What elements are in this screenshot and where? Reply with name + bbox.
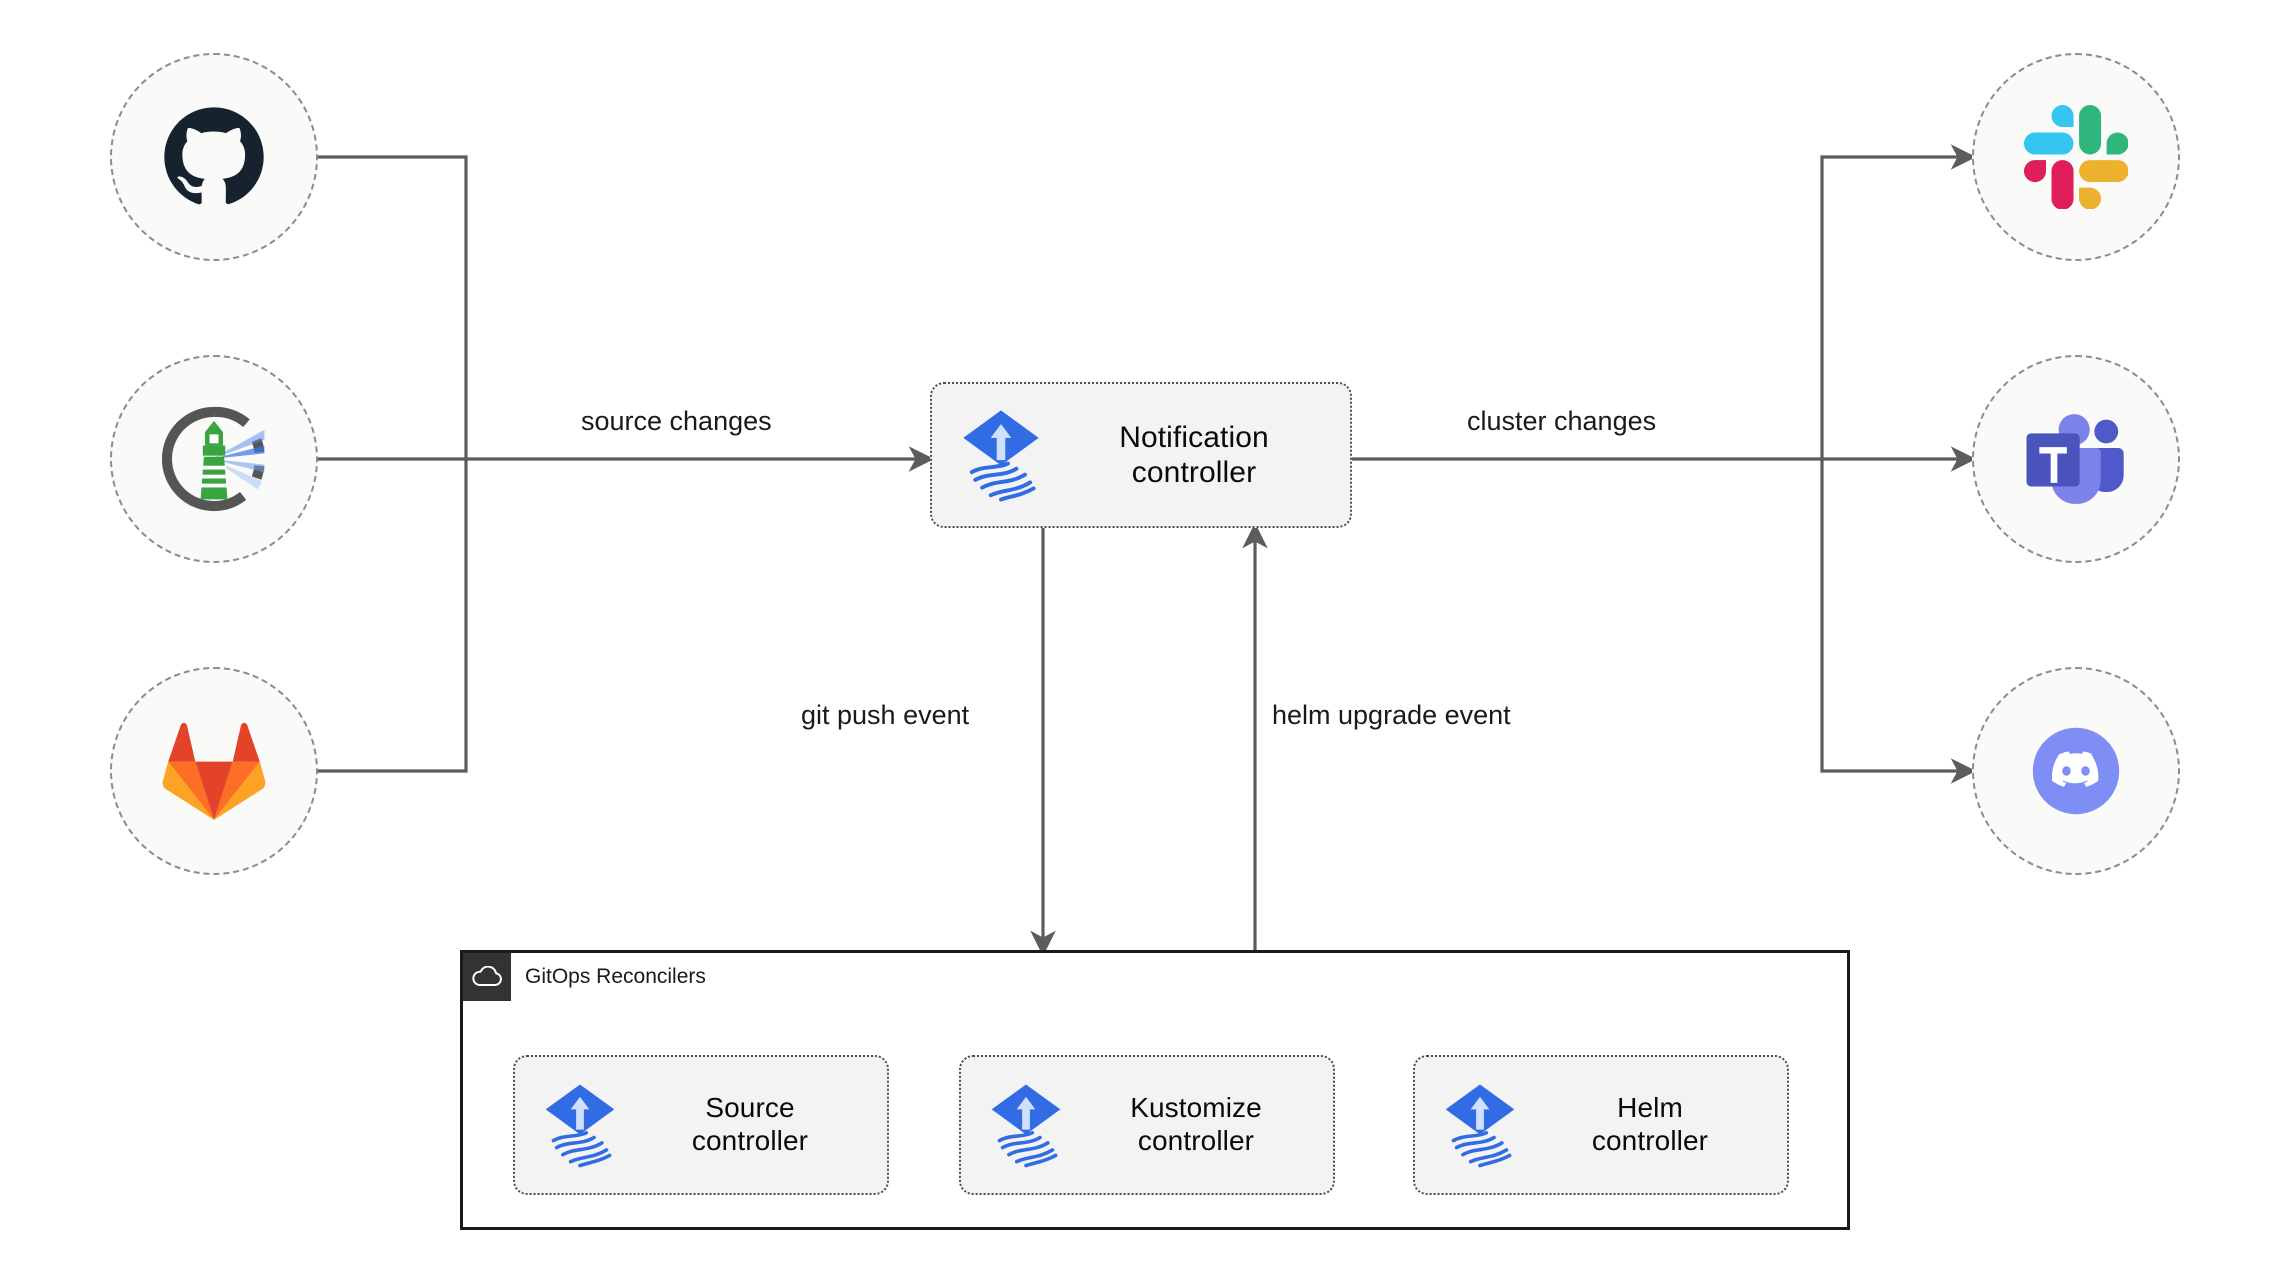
flux-icon [545, 1084, 615, 1168]
flux-icon [1445, 1084, 1515, 1168]
notification-controller-box[interactable]: Notification controller [930, 382, 1352, 528]
target-node-slack[interactable] [1972, 53, 2180, 261]
notification-controller-label: Notification controller [1119, 420, 1269, 489]
cloud-icon [472, 966, 502, 986]
msteams-icon [2026, 414, 2124, 504]
source-node-harbor[interactable] [110, 355, 318, 563]
helm-controller-box[interactable]: Helm controller [1413, 1055, 1789, 1195]
edge-github-to-bus [318, 155, 468, 459]
flux-icon [963, 410, 1039, 502]
gitops-reconcilers-container: GitOps Reconcilers Source controller [460, 950, 1850, 1230]
harbor-icon [161, 406, 265, 512]
gitops-reconcilers-header: GitOps Reconcilers [463, 953, 706, 1001]
target-node-discord[interactable] [1972, 667, 2180, 875]
discord-icon [2032, 727, 2120, 815]
target-node-msteams[interactable] [1972, 355, 2180, 563]
helm-controller-label: Helm controller [1591, 1092, 1709, 1156]
gitlab-icon [162, 722, 266, 820]
edge-bus-to-discord [1820, 459, 1977, 784]
source-controller-box[interactable]: Source controller [513, 1055, 889, 1195]
source-controller-label: Source controller [691, 1092, 809, 1156]
edge-label-cluster-changes: cluster changes [1467, 406, 1657, 436]
flux-icon [991, 1084, 1061, 1168]
slack-icon [2024, 105, 2128, 209]
edge-gitlab-to-bus [318, 459, 468, 773]
edge-label-helm-upgrade-event: helm upgrade event [1272, 700, 1511, 730]
github-icon [164, 107, 264, 205]
edge-label-source-changes: source changes [581, 406, 772, 436]
edge-label-git-push-event: git push event [801, 700, 970, 730]
kustomize-controller-box[interactable]: Kustomize controller [959, 1055, 1335, 1195]
cloud-badge [463, 953, 511, 1001]
source-node-github[interactable] [110, 53, 318, 261]
gitops-reconcilers-title: GitOps Reconcilers [525, 965, 706, 988]
source-node-gitlab[interactable] [110, 667, 318, 875]
edge-bus-to-slack [1820, 144, 1977, 459]
kustomize-controller-label: Kustomize controller [1130, 1092, 1262, 1156]
